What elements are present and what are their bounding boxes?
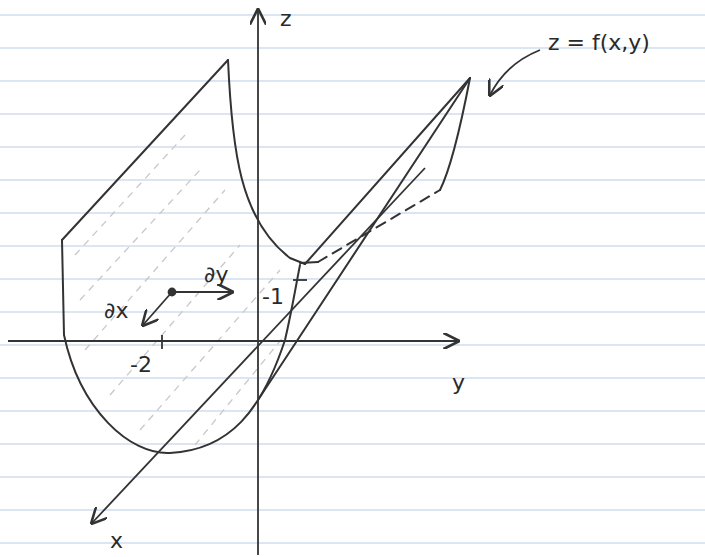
- partial-label: ∂x: [104, 300, 128, 322]
- partial-arrows: [143, 50, 540, 325]
- axis-label: x: [110, 530, 123, 552]
- axis-label: y: [452, 372, 465, 394]
- partial-label: ∂y: [204, 264, 228, 286]
- tick-label: -2: [130, 354, 152, 376]
- hatching: [75, 135, 285, 445]
- tick-label: -1: [262, 286, 284, 308]
- axis-label: z: [280, 8, 292, 30]
- surface-outline: [62, 60, 470, 453]
- paper-lines: [0, 15, 705, 543]
- function-label: z = f(x,y): [548, 32, 650, 54]
- axes: [8, 10, 458, 555]
